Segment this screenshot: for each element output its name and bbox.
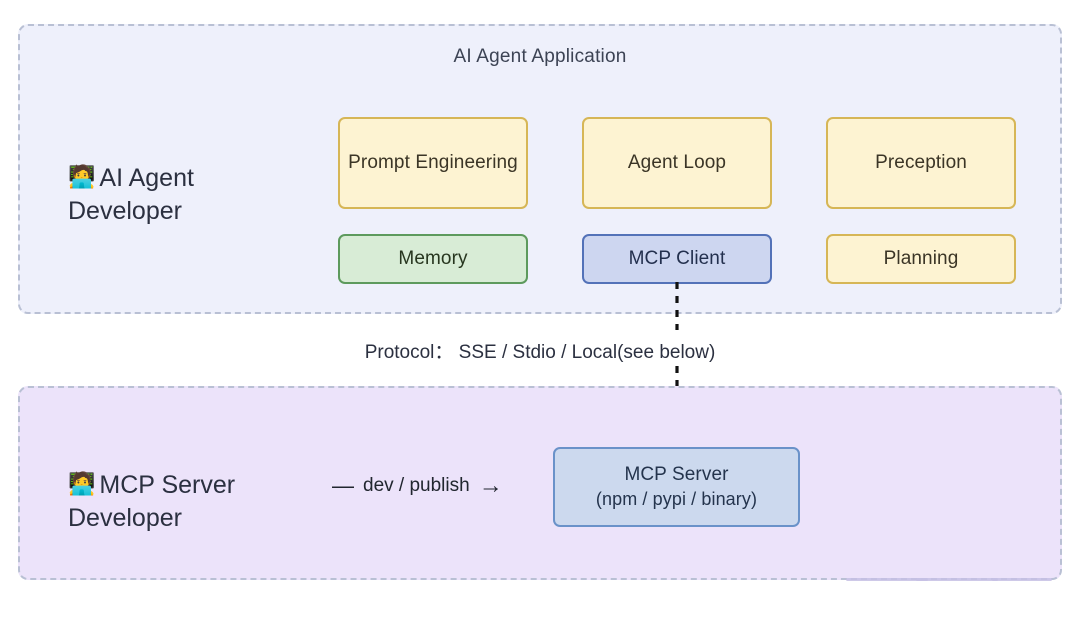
mcp-server-developer-label: MCP Server Developer bbox=[68, 470, 236, 533]
box-prompt-engineering[interactable]: Prompt Engineering bbox=[338, 117, 528, 209]
mcp-server-developer-panel bbox=[18, 386, 1062, 580]
box-mcp-client-label: MCP Client bbox=[628, 247, 726, 269]
box-prompt-engineering-label: Prompt Engineering bbox=[348, 151, 518, 173]
dev-publish-label: dev / publish bbox=[363, 475, 470, 496]
box-mcp-server-label: MCP Server bbox=[624, 464, 729, 486]
box-memory[interactable]: Memory bbox=[338, 234, 528, 284]
box-preception-label: Preception bbox=[875, 151, 967, 173]
box-agent-loop-label: Agent Loop bbox=[627, 151, 727, 173]
box-mcp-server[interactable]: MCP Server (npm / pypi / binary) bbox=[553, 447, 800, 527]
protocol-label: Protocol： SSE / Stdio / Local(see below) bbox=[364, 342, 716, 363]
box-preception[interactable]: Preception bbox=[826, 117, 1016, 209]
dash-icon: — bbox=[332, 473, 354, 498]
mcp-server-developer-role: 🧑‍💻MCP Server Developer bbox=[68, 435, 235, 536]
box-agent-loop[interactable]: Agent Loop bbox=[582, 117, 772, 209]
arrow-right-icon: → bbox=[478, 472, 503, 499]
box-mcp-client[interactable]: MCP Client bbox=[582, 234, 772, 284]
technologist-emoji-icon: 🧑‍💻 bbox=[68, 163, 96, 189]
ai-agent-developer-label: AI Agent Developer bbox=[68, 163, 194, 226]
panel-edge-segment bbox=[992, 578, 1052, 581]
box-planning[interactable]: Planning bbox=[826, 234, 1016, 284]
dev-publish-connector: — dev / publish → bbox=[332, 470, 550, 502]
box-planning-label: Planning bbox=[883, 247, 959, 269]
technologist-emoji-icon: 🧑‍💻 bbox=[68, 470, 96, 496]
protocol-label-backdrop bbox=[452, 330, 882, 364]
ai-agent-developer-role: 🧑‍💻AI Agent Developer bbox=[68, 128, 194, 229]
panel-edge-segment bbox=[846, 578, 928, 581]
agent-panel-title: AI Agent Application bbox=[453, 46, 627, 67]
panel-edge-segment bbox=[916, 578, 998, 581]
box-mcp-server-sublabel: (npm / pypi / binary) bbox=[595, 488, 758, 509]
box-memory-label: Memory bbox=[398, 247, 468, 269]
